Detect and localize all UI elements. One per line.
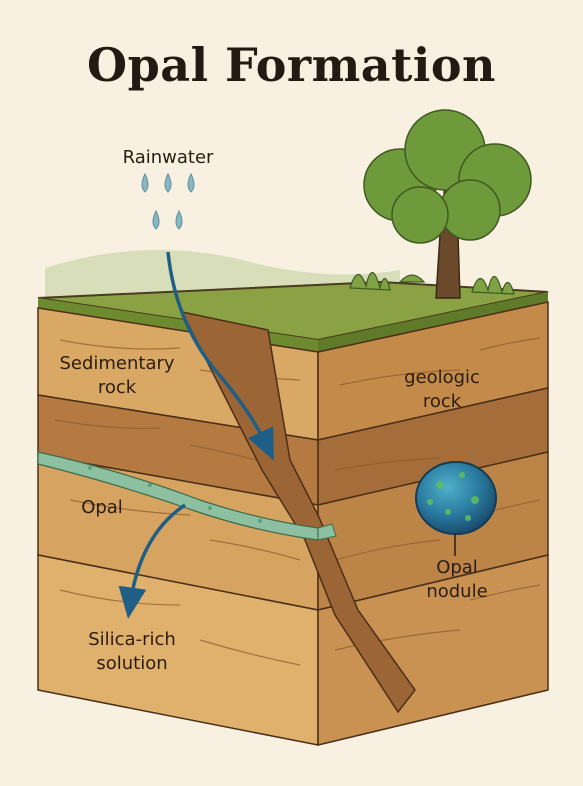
rainwater-label: Rainwater — [122, 147, 214, 168]
silica-solution-label: Silica-rich solution — [62, 628, 202, 676]
silica-solution-label-line2: solution — [96, 653, 168, 674]
diagram-title: Opal Formation — [87, 38, 496, 92]
geologic-rock-label: geologic rock — [372, 366, 512, 414]
side-layer-4 — [317, 554, 549, 746]
raindrops — [141, 172, 195, 230]
geologic-rock-label-line2: rock — [422, 391, 462, 412]
fault-crack — [180, 310, 416, 714]
sedimentary-rock-label-line1: Sedimentary — [59, 353, 175, 374]
tree — [363, 109, 532, 299]
bushes — [349, 271, 515, 295]
opal-nodule-label: Opal nodule — [412, 556, 502, 604]
silica-solution-label-line1: Silica-rich — [88, 629, 176, 650]
opal-nodule-label-line2: nodule — [426, 581, 488, 602]
sedimentary-rock-label: Sedimentary rock — [32, 352, 202, 400]
opal-nodule — [415, 461, 497, 535]
silica-flow-arrow — [118, 503, 186, 619]
opal-vein-label: Opal — [81, 497, 123, 518]
geologic-rock-label-line1: geologic — [404, 367, 480, 388]
front-face — [37, 307, 319, 746]
rainwater-flow-arrow — [166, 251, 274, 461]
sedimentary-rock-label-line2: rock — [97, 377, 137, 398]
opal-nodule-label-line1: Opal — [436, 557, 478, 578]
grass-side-edge — [318, 292, 548, 352]
